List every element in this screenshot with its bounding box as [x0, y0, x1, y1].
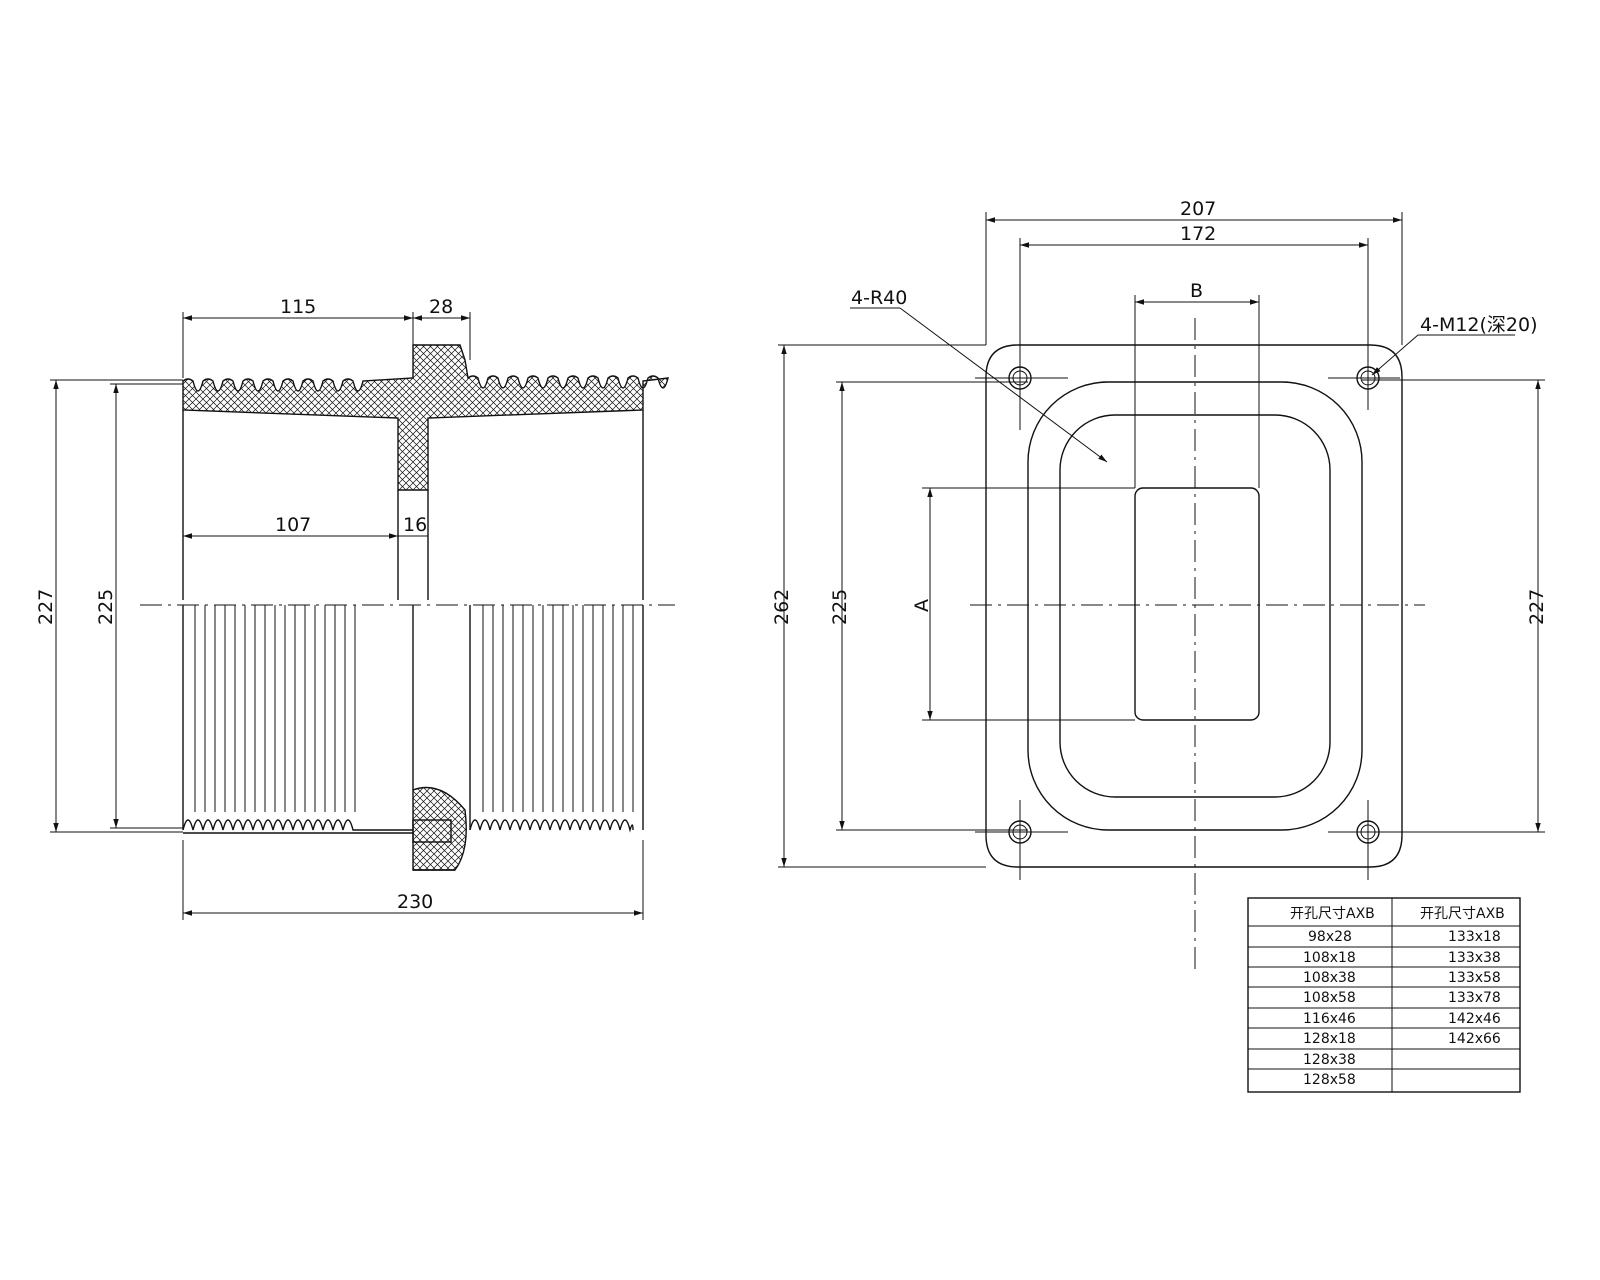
table-cell: 128x58: [1303, 1072, 1356, 1088]
table-cell: 108x58: [1303, 990, 1356, 1006]
table-cell: 128x18: [1303, 1031, 1356, 1047]
table-header-col1: 开孔尺寸AXB: [1290, 906, 1375, 922]
table-cell: 116x46: [1303, 1011, 1356, 1027]
right-top-view: 207 172 B A 262 225 227 4-R40 4-M12(深20): [771, 198, 1548, 975]
label-4-r40: 4-R40: [851, 287, 907, 309]
table-cell: 133x38: [1448, 950, 1501, 966]
opening-size-table: 开孔尺寸AXB 开孔尺寸AXB 98x28 108x18 108x38 108x…: [1247, 897, 1521, 1093]
dim-225-right: 225: [829, 589, 851, 625]
table-cell: 142x46: [1448, 1011, 1501, 1027]
table-cell: 133x78: [1448, 990, 1501, 1006]
table-cell: 108x38: [1303, 970, 1356, 986]
table-cell: 142x66: [1448, 1031, 1501, 1047]
label-4-m12: 4-M12(深20): [1420, 314, 1538, 336]
dim-230: 230: [397, 891, 433, 913]
dim-115: 115: [280, 296, 316, 318]
dim-A: A: [911, 599, 933, 612]
table-cell: 98x28: [1308, 929, 1352, 945]
table-cell: 133x58: [1448, 970, 1501, 986]
dim-225-left: 225: [95, 589, 117, 625]
table-cell: 108x18: [1303, 950, 1356, 966]
dim-B: B: [1190, 280, 1203, 302]
dim-207: 207: [1180, 198, 1216, 220]
table-cell: 128x38: [1303, 1052, 1356, 1068]
dim-16: 16: [403, 514, 427, 536]
insert-hatch: [412, 786, 467, 871]
dim-28: 28: [429, 296, 453, 318]
left-section-view: 115 28 107 16 227 225 230: [35, 296, 675, 920]
top-section-hatch: [182, 344, 669, 491]
flange-outline: [985, 344, 1403, 868]
dim-107: 107: [275, 514, 311, 536]
dim-227-right: 227: [1526, 589, 1548, 625]
table-header-col2: 开孔尺寸AXB: [1420, 906, 1505, 922]
table-cell: 133x18: [1448, 929, 1501, 945]
dim-262: 262: [771, 589, 793, 625]
dim-172: 172: [1180, 223, 1216, 245]
dim-227-left: 227: [35, 589, 57, 625]
ribs-left: [194, 605, 634, 812]
